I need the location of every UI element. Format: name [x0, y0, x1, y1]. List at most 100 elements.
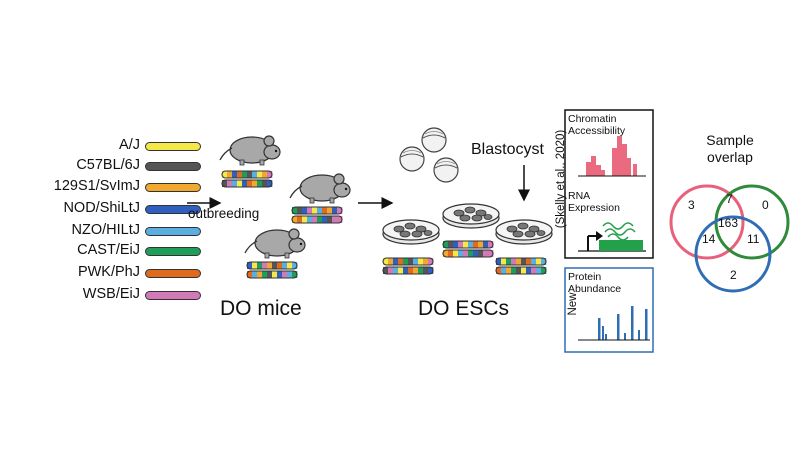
chromosome-segment: [448, 250, 454, 257]
chromosome-segment: [501, 258, 507, 265]
chromosome-segment: [443, 241, 449, 248]
venn-count-ab: 7: [726, 192, 733, 206]
chromosome-segment: [252, 271, 258, 278]
chromosome-segment: [388, 258, 394, 265]
chromosome-segment: [322, 216, 328, 223]
chromosome-segment: [237, 171, 243, 178]
chromosome-segment: [458, 241, 464, 248]
chromosome-segment: [521, 258, 527, 265]
chromosome-segment: [292, 216, 298, 223]
venn-count-only-a: 3: [688, 198, 695, 212]
outbreeding-label: outbreeding: [188, 206, 260, 221]
chromosome-segment: [506, 267, 512, 274]
esc-chromosomes: [382, 240, 547, 275]
chromosome-outline: [495, 257, 547, 266]
chromosome-segment: [468, 250, 474, 257]
chromosome-segment: [267, 271, 273, 278]
chromosome-outline: [382, 257, 434, 266]
chromosome-segment: [302, 207, 308, 214]
chromosome-outline: [442, 249, 494, 258]
chromosome-segment: [428, 258, 434, 265]
chromosome-segment: [383, 258, 389, 265]
chromosome-segment: [541, 258, 547, 265]
chromosome-segment: [237, 180, 243, 187]
chromosome-segment: [526, 258, 532, 265]
chromosome-segment: [227, 171, 233, 178]
chromosome-segment: [516, 267, 522, 274]
chromosome-segment: [287, 262, 293, 269]
chromosome-segment: [413, 267, 419, 274]
chromosome-outline: [442, 240, 494, 249]
chromosome-segment: [252, 171, 258, 178]
strain-label-129s1: 129S1/SvImJ: [53, 178, 140, 194]
chromosome-segment: [292, 271, 298, 278]
chromosome-segment: [257, 171, 263, 178]
chromosome-segment: [287, 271, 293, 278]
mouse-icon: [289, 173, 351, 204]
cell-dish-icon: [442, 203, 500, 229]
chromosome-segment: [473, 250, 479, 257]
chromosome-segment: [501, 267, 507, 274]
chromosome-nod: [145, 205, 201, 214]
chromosome-segment: [521, 267, 527, 274]
chromosome-segment: [511, 267, 517, 274]
chromosome-segment: [247, 180, 253, 187]
strain-label-nod: NOD/ShiLtJ: [63, 200, 140, 216]
chromosome-segment: [277, 271, 283, 278]
chromosome-segment: [428, 267, 434, 274]
chromosome-segment: [247, 262, 253, 269]
chromosome-segment: [292, 207, 298, 214]
venn-count-abc: 163: [718, 216, 739, 230]
chromosome-segment: [262, 262, 268, 269]
chromosome-segment: [297, 216, 303, 223]
mouse-icon: [219, 135, 281, 166]
cell-dish-icon: [495, 219, 553, 245]
chromosome-segment: [473, 241, 479, 248]
cell-dish-icon: [382, 219, 440, 245]
chromosome-segment: [458, 250, 464, 257]
chromosome-segment: [252, 262, 258, 269]
chromosome-segment: [423, 258, 429, 265]
chromosome-segment: [463, 241, 469, 248]
chromosome-segment: [393, 258, 399, 265]
chromosome-segment: [262, 271, 268, 278]
chromosome-segment: [506, 258, 512, 265]
chromosome-segment: [332, 207, 338, 214]
chromosome-segment: [418, 267, 424, 274]
citation-label: (Skelly et al., 2020): [555, 129, 567, 229]
chromosome-segment: [222, 171, 228, 178]
published-data-panel: [564, 109, 654, 259]
chromosome-segment: [277, 262, 283, 269]
strain-label-pwk: PWK/PhJ: [77, 264, 140, 280]
chromosome-segment: [388, 267, 394, 274]
mice-chromosomes: [221, 170, 343, 279]
chromosome-segment: [541, 267, 547, 274]
chromosome-outline: [291, 206, 343, 215]
chromosome-segment: [478, 250, 484, 257]
chromosome-segment: [267, 262, 273, 269]
do-mice-label: DO mice: [220, 297, 302, 320]
chromosome-outline: [221, 179, 273, 188]
chromosome-segment: [267, 180, 273, 187]
chromosome-segment: [453, 250, 459, 257]
chromosome-segment: [272, 262, 278, 269]
chromosome-segment: [257, 180, 263, 187]
chromosome-segment: [483, 241, 489, 248]
chromosome-segment: [448, 241, 454, 248]
venn-count-bc: 11: [747, 232, 760, 246]
do-escs-label: DO ESCs: [418, 297, 510, 320]
strain-label-aj: A/J: [119, 137, 140, 153]
chromosome-segment: [257, 271, 263, 278]
chromosome-segment: [511, 258, 517, 265]
chromosome-segment: [408, 258, 414, 265]
chromosome-segment: [536, 267, 542, 274]
chromosome-segment: [496, 267, 502, 274]
chromosome-segment: [423, 267, 429, 274]
strain-label-wsb: WSB/EiJ: [82, 286, 140, 302]
chromosome-segment: [526, 267, 532, 274]
chromosome-segment: [536, 258, 542, 265]
chromosome-segment: [307, 216, 313, 223]
chromosome-segment: [312, 207, 318, 214]
